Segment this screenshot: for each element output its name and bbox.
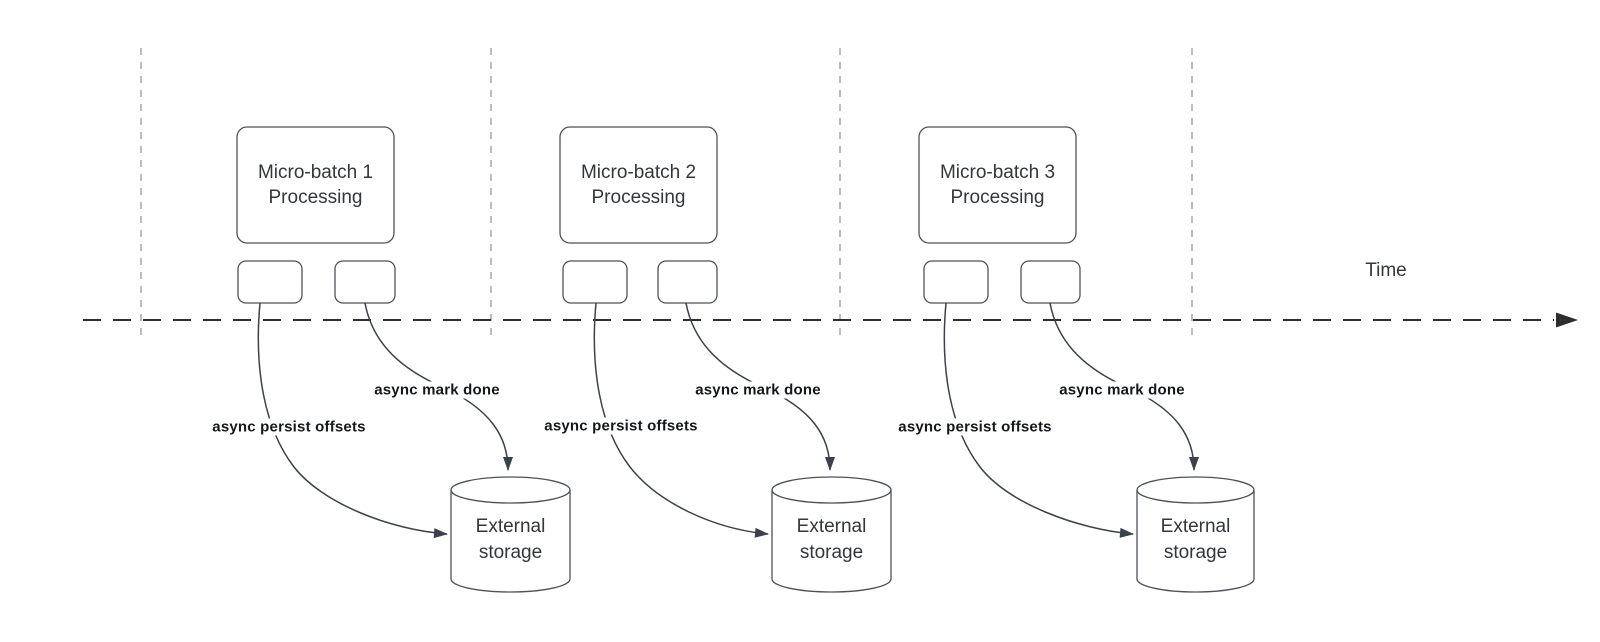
microbatch-1-task-box-right bbox=[334, 260, 396, 304]
external-storage-3-cylinder-lid bbox=[1136, 489, 1255, 504]
microbatch-1-markdone-arrow-label: async mark done bbox=[371, 381, 503, 399]
time-axis-label: Time bbox=[1365, 260, 1407, 281]
microbatch-2-markdone-arrow-label: async mark done bbox=[692, 381, 824, 399]
microbatch-2-persist-arrow-label: async persist offsets bbox=[541, 417, 701, 435]
microbatch-1-task-box-left bbox=[237, 260, 303, 304]
external-storage-1-cylinder bbox=[450, 476, 571, 593]
microbatch-2-task-box-left bbox=[562, 260, 628, 304]
microbatch-3-persist-arrow bbox=[943, 302, 1134, 538]
microbatch-1-persist-arrow-label: async persist offsets bbox=[209, 418, 369, 436]
time-axis-arrowhead-icon bbox=[1556, 312, 1578, 328]
external-storage-1-cylinder-lid bbox=[450, 489, 571, 504]
microbatch-3-persist-arrow-label: async persist offsets bbox=[895, 418, 1055, 436]
external-storage-2-cylinder-lid bbox=[771, 489, 892, 504]
microbatch-3-task-box-left bbox=[923, 260, 989, 304]
microbatch-2-task-box-right bbox=[657, 260, 718, 304]
external-storage-2-cylinder bbox=[771, 476, 892, 593]
microbatch-2-box bbox=[559, 126, 718, 244]
microbatch-3-task-box-right bbox=[1020, 260, 1081, 304]
microbatch-2-persist-arrow bbox=[593, 302, 769, 538]
external-storage-3-cylinder bbox=[1136, 476, 1255, 593]
microbatch-3-markdone-arrow-label: async mark done bbox=[1056, 381, 1188, 399]
microbatch-1-box bbox=[236, 126, 395, 244]
microbatch-1-persist-arrow bbox=[257, 302, 448, 539]
microbatch-3-box bbox=[918, 126, 1077, 244]
